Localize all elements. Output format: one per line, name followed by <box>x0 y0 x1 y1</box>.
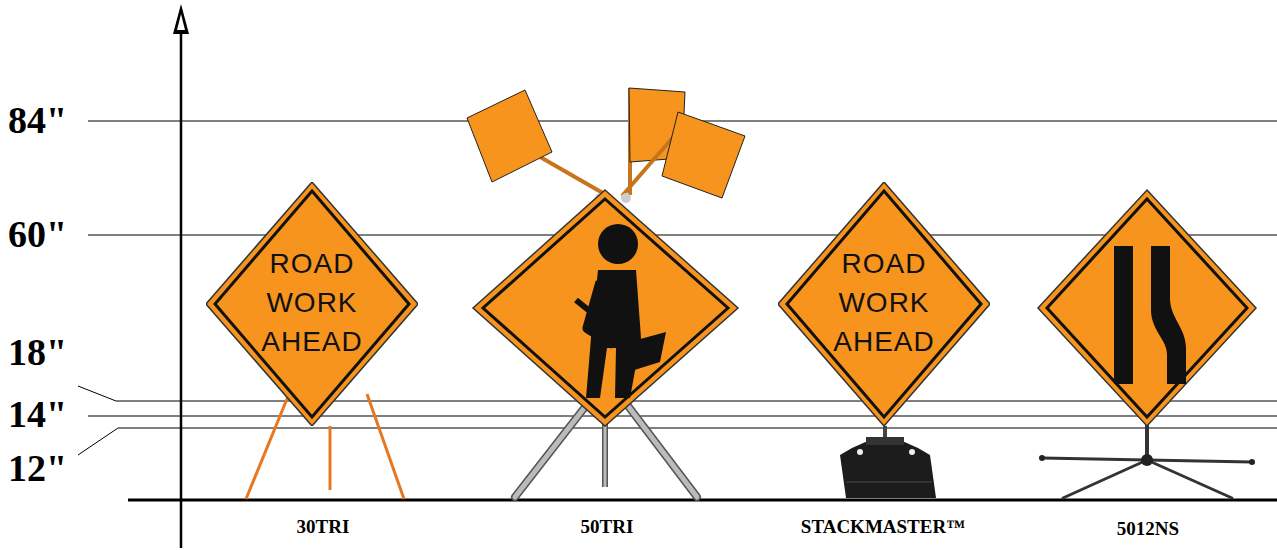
warning-flags <box>467 88 745 203</box>
product-name: 50TRI <box>507 516 707 538</box>
axes <box>128 4 1277 548</box>
road-sign: ROAD WORK AHEAD <box>206 182 418 426</box>
sign-legend: ROAD WORK AHEAD <box>822 244 946 361</box>
height-mark: 12" <box>8 446 98 490</box>
height-mark: 60" <box>8 212 98 256</box>
rubber-base <box>840 426 936 498</box>
worker-sign <box>473 190 738 426</box>
product-name: STACKMASTER™ <box>783 516 983 538</box>
lane-reduction-sign <box>1038 190 1256 426</box>
road-sign: ROAD WORK AHEAD <box>778 182 990 426</box>
height-mark: 84" <box>8 98 98 142</box>
height-mark: 14" <box>8 392 98 436</box>
height-mark: 18" <box>8 330 98 374</box>
product-name: 30TRI <box>223 516 423 538</box>
spring-stand <box>1039 426 1255 498</box>
sign-legend: ROAD WORK AHEAD <box>250 244 374 361</box>
product-name: 5012NS <box>1048 518 1248 540</box>
